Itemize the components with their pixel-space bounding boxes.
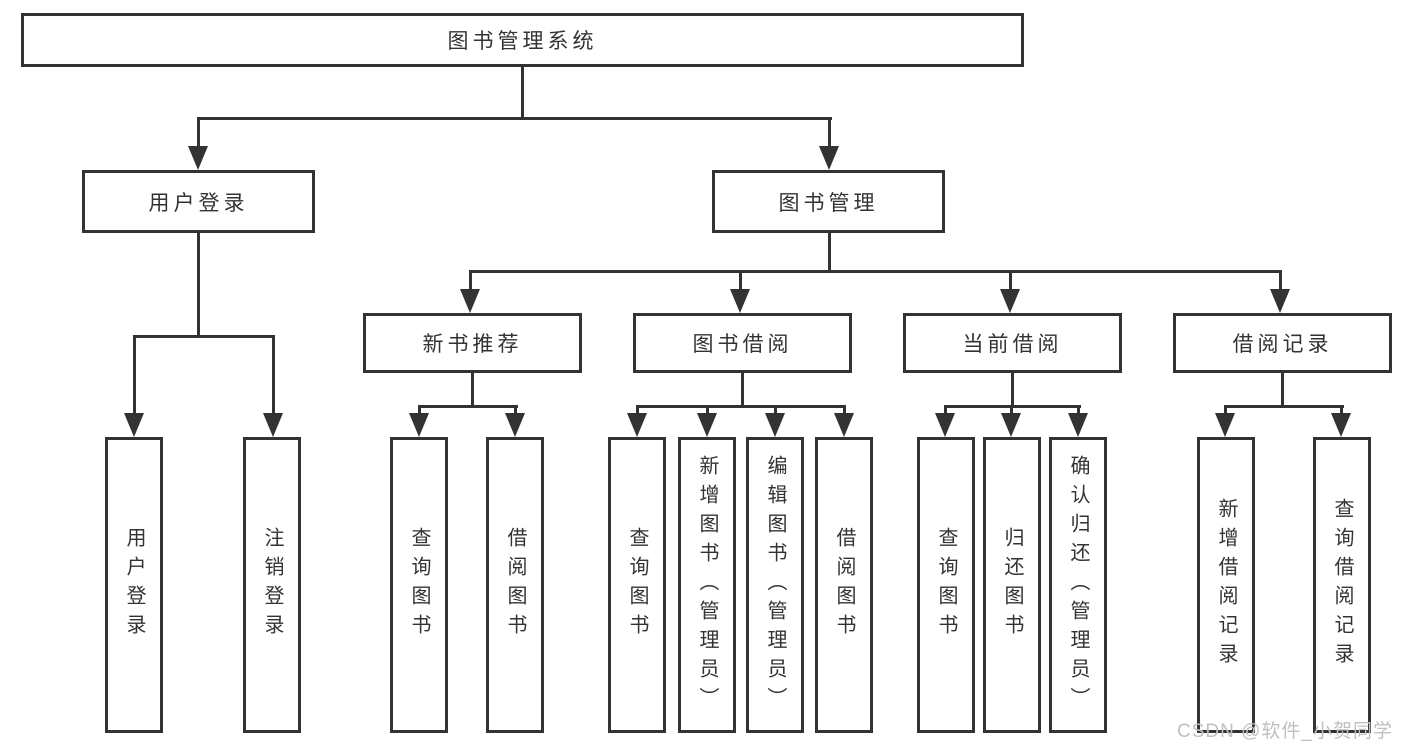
leaf-label: 借阅图书	[504, 527, 526, 643]
leaf-label: 注销登录	[261, 527, 283, 643]
connector-line	[133, 335, 136, 415]
arrow-down	[263, 413, 283, 437]
connector-line	[636, 405, 846, 408]
connector-line	[197, 233, 200, 338]
node-label: 新书推荐	[422, 333, 523, 356]
leaf-label: 查询图书	[935, 527, 957, 643]
connector-line	[197, 117, 832, 120]
node-book-management: 图书管理	[712, 170, 945, 233]
node-user-login: 用户登录	[82, 170, 315, 233]
connector-line	[1009, 270, 1012, 292]
leaf-add-books-admin: 新增图书（管理员）	[678, 437, 736, 733]
arrow-down	[409, 413, 429, 437]
node-current-borrow: 当前借阅	[903, 313, 1122, 373]
connector-line	[272, 335, 275, 415]
arrow-down	[819, 146, 839, 170]
arrow-down	[765, 413, 785, 437]
arrow-down	[1001, 413, 1021, 437]
connector-line	[706, 405, 709, 417]
connector-line	[1010, 405, 1013, 417]
node-label: 图书管理	[778, 191, 879, 215]
leaf-return-books: 归还图书	[983, 437, 1041, 733]
arrow-down	[188, 146, 208, 170]
arrow-down	[460, 289, 480, 313]
leaf-label: 查询图书	[626, 527, 648, 643]
leaf-edit-books-admin: 编辑图书（管理员）	[746, 437, 804, 733]
leaf-label: 新增借阅记录	[1215, 498, 1237, 672]
leaf-label: 查询图书	[408, 527, 430, 643]
leaf-confirm-return-admin: 确认归还（管理员）	[1049, 437, 1107, 733]
connector-line	[469, 270, 1282, 273]
arrow-down	[1068, 413, 1088, 437]
arrow-down	[1331, 413, 1351, 437]
node-new-book-recommend: 新书推荐	[363, 313, 582, 373]
leaf-user-login: 用户登录	[105, 437, 163, 733]
arrow-down	[834, 413, 854, 437]
connector-line	[1224, 405, 1227, 417]
connector-line	[774, 405, 777, 417]
arrow-down	[697, 413, 717, 437]
connector-line	[843, 405, 846, 417]
leaf-label: 借阅图书	[833, 527, 855, 643]
leaf-recommend-query-books: 查询图书	[390, 437, 448, 733]
node-label: 当前借阅	[962, 333, 1063, 356]
leaf-label: 新增图书（管理员）	[696, 454, 718, 716]
arrow-down	[1270, 289, 1290, 313]
node-label: 用户登录	[148, 191, 249, 215]
node-label: 图书借阅	[692, 333, 793, 356]
connector-line	[828, 233, 831, 273]
leaf-current-query-books: 查询图书	[917, 437, 975, 733]
node-borrow-records: 借阅记录	[1173, 313, 1392, 373]
connector-line	[521, 67, 524, 119]
connector-line	[1224, 405, 1344, 408]
node-label: 借阅记录	[1232, 333, 1333, 356]
csdn-watermark: CSDN @软件_小贺同学	[1177, 721, 1393, 742]
node-book-borrow: 图书借阅	[633, 313, 852, 373]
arrow-down	[627, 413, 647, 437]
connector-line	[133, 335, 275, 338]
connector-line	[1279, 270, 1282, 292]
arrow-down	[505, 413, 525, 437]
leaf-label: 归还图书	[1001, 527, 1023, 643]
leaf-label: 用户登录	[123, 527, 145, 643]
connector-line	[197, 117, 200, 150]
connector-line	[1077, 405, 1080, 417]
leaf-logout: 注销登录	[243, 437, 301, 733]
connector-line	[1281, 373, 1284, 408]
leaf-label: 查询借阅记录	[1331, 498, 1353, 672]
connector-line	[418, 405, 421, 417]
leaf-query-borrow-record: 查询借阅记录	[1313, 437, 1371, 733]
connector-line	[944, 405, 947, 417]
connector-line	[514, 405, 517, 417]
arrow-down	[935, 413, 955, 437]
node-root-system: 图书管理系统	[21, 13, 1024, 67]
arrow-down	[1000, 289, 1020, 313]
leaf-add-borrow-record: 新增借阅记录	[1197, 437, 1255, 733]
connector-line	[1011, 373, 1014, 408]
connector-line	[469, 270, 472, 292]
connector-line	[828, 117, 831, 150]
arrow-down	[124, 413, 144, 437]
arrow-down	[730, 289, 750, 313]
leaf-borrow-books: 借阅图书	[815, 437, 873, 733]
connector-line	[741, 373, 744, 408]
leaf-recommend-borrow-books: 借阅图书	[486, 437, 544, 733]
leaf-label: 确认归还（管理员）	[1067, 454, 1089, 716]
arrow-down	[1215, 413, 1235, 437]
connector-line	[636, 405, 639, 417]
connector-line	[1340, 405, 1343, 417]
leaf-borrow-query-books: 查询图书	[608, 437, 666, 733]
node-label: 图书管理系统	[447, 30, 598, 53]
leaf-label: 编辑图书（管理员）	[764, 454, 786, 716]
connector-line	[418, 405, 518, 408]
connector-line	[471, 373, 474, 408]
connector-line	[739, 270, 742, 292]
